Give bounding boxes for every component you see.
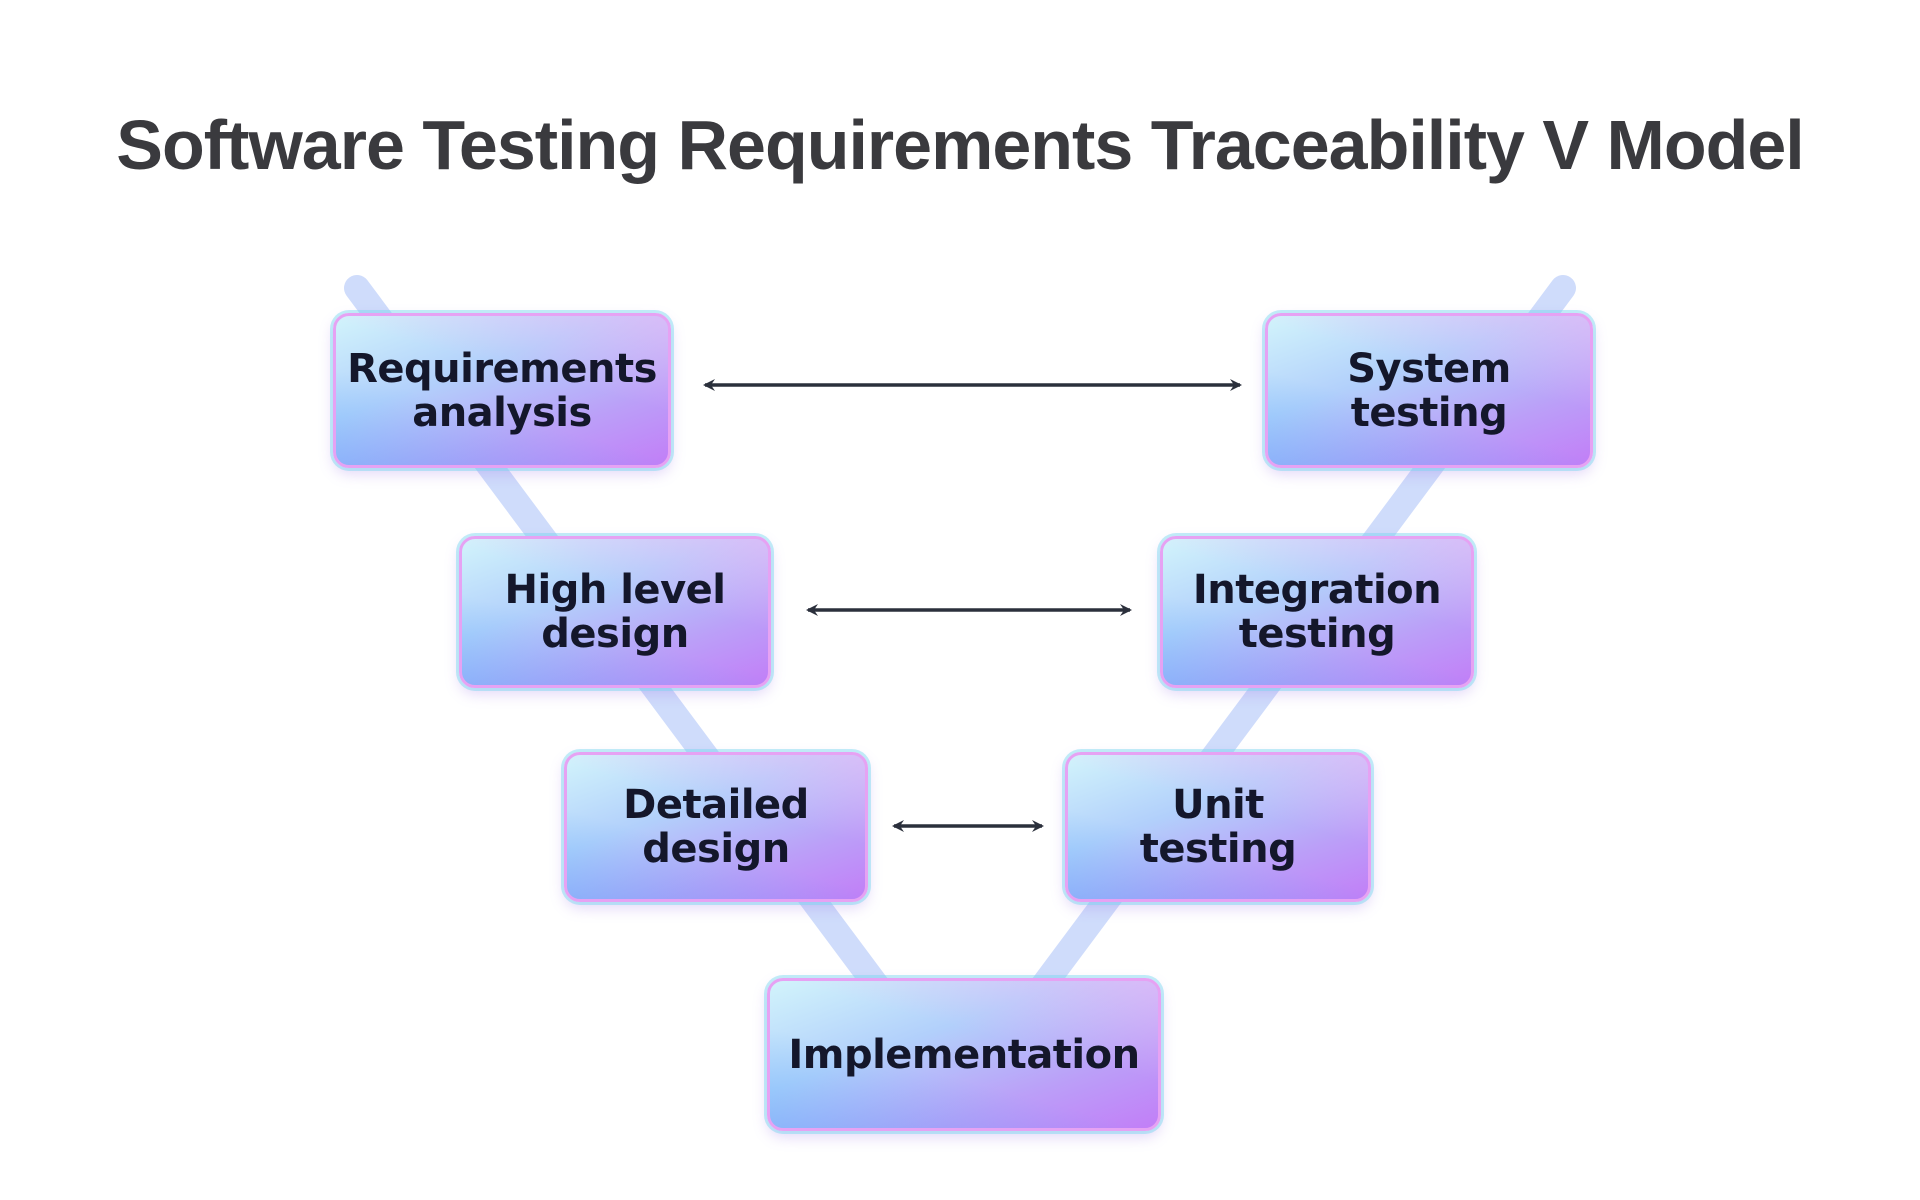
node-detailed-design: Detailed design (564, 752, 868, 902)
node-system-testing: System testing (1265, 313, 1593, 468)
node-implementation-label: Implementation (788, 1031, 1140, 1078)
node-integration-testing-label: Integration testing (1192, 567, 1442, 657)
diagram-title: Software Testing Requirements Traceabili… (116, 106, 1804, 184)
node-unit-testing: Unit testing (1065, 752, 1371, 902)
node-high-level-design: High level design (459, 536, 771, 688)
node-requirements-analysis: Requirements analysis (333, 313, 671, 468)
traceability-arrows (703, 379, 1242, 832)
node-high-level-design-label: High level design (504, 567, 726, 657)
node-unit-testing-label: Unit testing (1139, 782, 1297, 872)
node-system-testing-label: System testing (1347, 345, 1511, 436)
node-implementation: Implementation (767, 978, 1161, 1131)
node-integration-testing: Integration testing (1160, 536, 1474, 688)
node-detailed-design-label: Detailed design (623, 782, 809, 872)
node-requirements-analysis-label: Requirements analysis (347, 345, 657, 436)
